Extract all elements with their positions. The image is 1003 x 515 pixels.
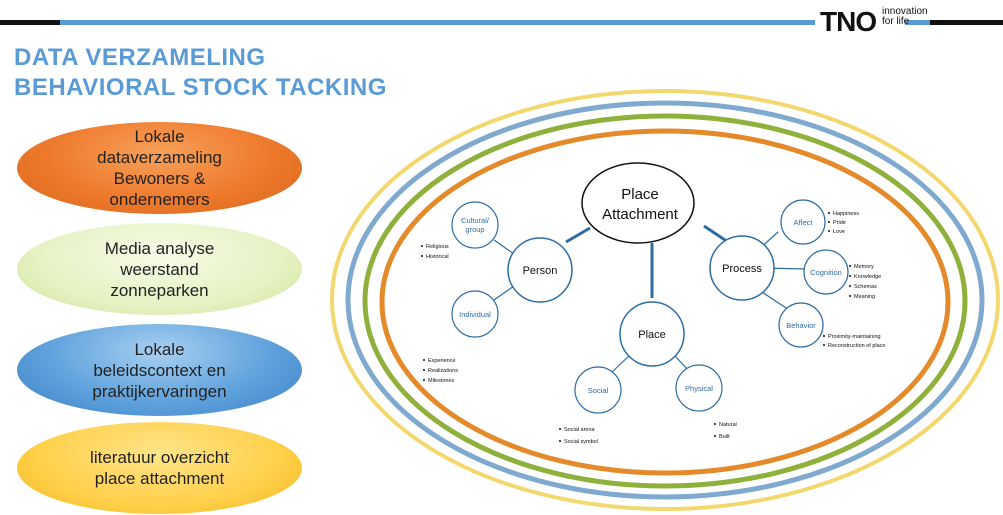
social-label: Social (588, 386, 609, 395)
oval-1-line-2: dataverzameling (97, 148, 222, 167)
bullet-dot (823, 344, 825, 346)
center-node-line2: Attachment (602, 206, 679, 223)
cognition-bullet-4: Meaning (854, 294, 875, 300)
cultural-bullet-1: Religious (426, 244, 449, 250)
bullet-dot (849, 285, 851, 287)
bullet-dot (714, 435, 716, 437)
bullet-dot (559, 440, 561, 442)
ring-green (362, 113, 968, 489)
oval-4-line-2: place attachment (94, 469, 225, 488)
cognition-bullet-3: Schemas (854, 284, 877, 290)
place-node (619, 301, 685, 367)
person-node (507, 237, 573, 303)
cultural-group-node (451, 201, 499, 249)
behavior-bullet-2: Reconstruction of place (828, 343, 885, 349)
individual-node (451, 290, 499, 338)
individual-bullet-3: Milestones (428, 378, 455, 384)
oval-1-line-3: Bewoners & (113, 169, 206, 188)
bullet-dot (828, 221, 830, 223)
physical-bullet-1: Natural (719, 422, 737, 428)
person-label: Person (523, 265, 558, 277)
affect-bullet-3: Love (833, 229, 845, 235)
behavior-bullet-1: Proximity-maintaining (828, 334, 881, 340)
social-bullet-1: Social arena (564, 427, 596, 433)
oval-2-line-2: weerstand (120, 259, 199, 279)
oval-4-line-1: literatuur overzicht (90, 448, 229, 467)
bullet-dot (421, 255, 423, 257)
oval-2-line-3: zonneparken (110, 280, 209, 300)
center-node-line1: Place (621, 186, 659, 203)
bullet-dot (849, 295, 851, 297)
affect-node (780, 199, 826, 245)
process-label: Process (722, 263, 762, 275)
behavior-label: Behavior (786, 321, 816, 330)
ring-outer-yellow (330, 89, 1000, 511)
cognition-bullet-1: Memory (854, 264, 874, 270)
bullet-dot (828, 230, 830, 232)
oval-1-line-4: ondernemers (109, 190, 210, 209)
bullet-dot (828, 212, 830, 214)
affect-bullet-2: Pride (833, 220, 846, 226)
cognition-node (803, 249, 849, 295)
oval-literature-overview: literatuur overzicht place attachment (17, 422, 302, 514)
oval-2-line-1: Media analyse (104, 238, 215, 258)
bullet-dot (559, 428, 561, 430)
oval-local-data-collection: Lokale dataverzameling Bewoners & ondern… (17, 122, 302, 214)
bullet-dot (849, 275, 851, 277)
oval-media-analysis: Media analyse weerstand zonneparken (17, 223, 302, 315)
bullet-dot (423, 359, 425, 361)
individual-bullet-1: Experience (428, 358, 456, 364)
ring-orange (379, 128, 951, 476)
bullet-dot (423, 379, 425, 381)
bullet-dot (823, 335, 825, 337)
physical-node (675, 364, 723, 412)
logo-tagline-line2: for life (882, 16, 910, 27)
bullet-dot (423, 369, 425, 371)
center-node (581, 162, 695, 244)
physical-label: Physical (685, 384, 713, 393)
individual-label: Individual (459, 310, 491, 319)
ring-blue (345, 100, 985, 500)
bullet-dot (849, 265, 851, 267)
header-bar (0, 20, 1003, 25)
place-label: Place (638, 329, 666, 341)
bullet-dot (714, 423, 716, 425)
oval-3-line-2: beleidscontext en (93, 360, 226, 380)
process-node (709, 235, 775, 301)
cognition-label: Cognition (810, 268, 842, 277)
social-node (574, 366, 622, 414)
logo-tagline: innovation for life (882, 7, 928, 27)
individual-bullet-2: Realizations (428, 368, 458, 374)
cultural-group-line2: group (465, 225, 484, 234)
affect-label: Affect (793, 218, 813, 227)
physical-bullet-2: Built (719, 434, 730, 440)
behavior-node (778, 302, 824, 348)
oval-1-line-1: Lokale (134, 127, 185, 146)
cognition-bullet-2: Knowledge (854, 274, 881, 280)
oval-3-line-1: Lokale (134, 339, 185, 359)
page-title-line1: DATA VERZAMELING (14, 44, 266, 71)
oval-3-line-3: praktijkervaringen (92, 381, 227, 401)
affect-bullet-1: Happiness (833, 211, 859, 217)
bullet-dot (421, 245, 423, 247)
cultural-bullet-2: Historical (426, 254, 449, 260)
tno-logo: TNO (820, 6, 877, 37)
oval-policy-context: Lokale beleidscontext en praktijkervarin… (17, 324, 302, 416)
logo-tagline-line1: innovation (882, 6, 928, 17)
cultural-group-line1: Cultural/ (461, 216, 490, 225)
social-bullet-2: Social symbol (564, 439, 598, 445)
page-title-line2: BEHAVIORAL STOCK TACKING (14, 74, 387, 101)
